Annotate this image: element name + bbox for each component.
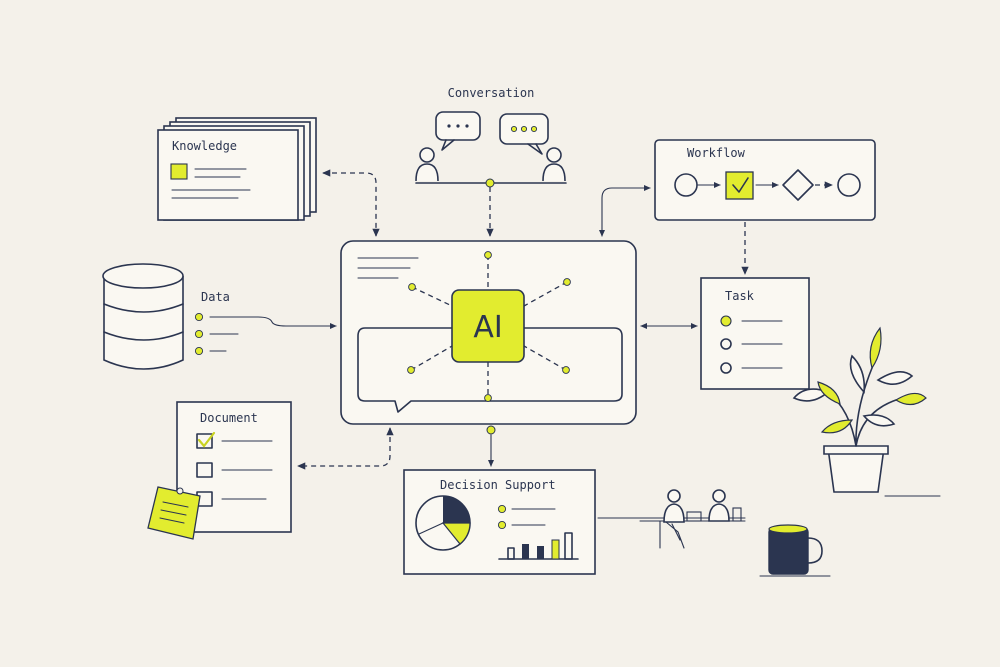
- knowledge-node: Knowledge: [157, 117, 317, 221]
- diamond-icon: [782, 169, 814, 201]
- speech-bubble-icon: [435, 111, 481, 151]
- data-node: Data: [102, 263, 259, 370]
- checkbox-icon: [196, 431, 216, 449]
- circle-icon: [674, 173, 698, 197]
- task-label: Task: [725, 289, 755, 303]
- checkbox-icon: [725, 171, 754, 200]
- decision-support-label: Decision Support: [440, 478, 556, 492]
- workflow-label: Workflow: [687, 146, 746, 160]
- ai-core: [451, 289, 525, 363]
- plant-icon: [792, 326, 941, 497]
- ai-label: AI: [473, 310, 502, 345]
- conversation-node: Conversation: [415, 86, 567, 188]
- pie-chart-icon: [415, 495, 471, 551]
- people-at-table-icon: [639, 489, 746, 549]
- task-node: Task: [700, 277, 810, 390]
- person-icon: [415, 147, 439, 182]
- speech-bubble-icon: [499, 113, 549, 155]
- sticky-note-icon: [147, 486, 201, 540]
- database-icon: [102, 263, 184, 370]
- knowledge-label: Knowledge: [172, 139, 237, 153]
- mug-icon: [759, 524, 831, 577]
- data-label: Data: [201, 290, 230, 304]
- circle-icon: [837, 173, 861, 197]
- conversation-label: Conversation: [448, 86, 535, 100]
- person-icon: [542, 147, 566, 182]
- bar-chart-icon: [498, 532, 579, 560]
- document-label: Document: [200, 411, 258, 425]
- decision-support-node: Decision Support: [403, 469, 596, 575]
- document-node: Document: [147, 401, 292, 540]
- ai-hub: AI: [340, 240, 637, 425]
- connectors: [257, 169, 749, 519]
- workflow-node: Workflow: [654, 139, 876, 221]
